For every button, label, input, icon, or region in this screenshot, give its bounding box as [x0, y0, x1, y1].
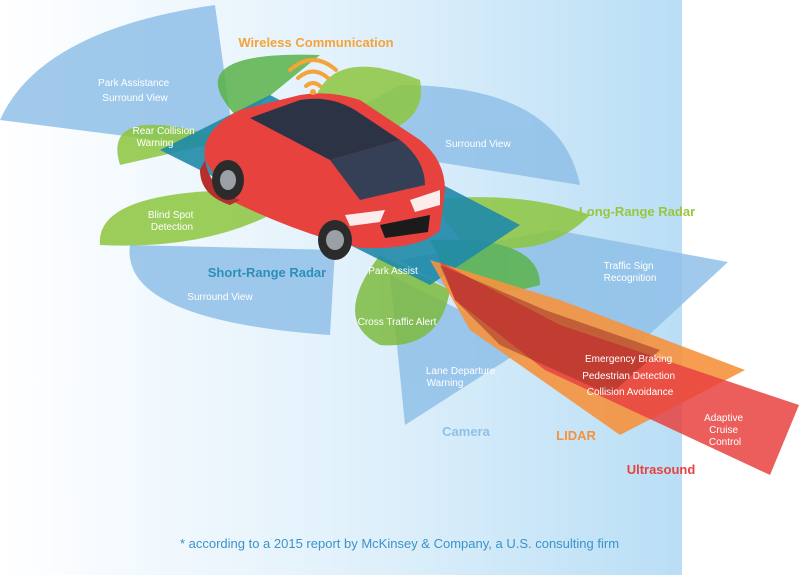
car-icon — [200, 93, 445, 260]
category-camera: Camera — [442, 424, 490, 439]
label-surround-view-right: Surround View — [445, 139, 511, 150]
beam-overlap — [440, 265, 660, 395]
label-blind-spot: Blind Spot Detection — [148, 210, 196, 233]
label-park-assist: Park Assist — [368, 266, 418, 277]
label-cross-traffic: Cross Traffic Alert — [358, 317, 437, 328]
wifi-icon — [288, 58, 338, 95]
category-short-range-radar: Short-Range Radar — [208, 265, 326, 280]
label-emergency: Emergency Braking Pedestrian Detection C… — [582, 354, 678, 398]
category-ultrasound: Ultrasound — [627, 462, 696, 477]
label-traffic-sign: Traffic Sign Recognition — [604, 261, 657, 284]
label-lane-departure: Lane Departure Warning — [426, 366, 498, 389]
category-lidar: LIDAR — [556, 428, 596, 443]
footnote: * according to a 2015 report by McKinsey… — [179, 536, 620, 551]
category-long-range-radar: Long-Range Radar — [579, 204, 695, 219]
label-park-assistance: Park Assistance Surround View — [98, 78, 172, 104]
label-surround-view-left: Surround View — [187, 292, 253, 303]
label-acc: Adaptive Cruise Control — [704, 413, 746, 448]
label-rear-collision: Rear Collision Warning — [132, 126, 197, 149]
category-wireless: Wireless Communication — [238, 35, 393, 50]
